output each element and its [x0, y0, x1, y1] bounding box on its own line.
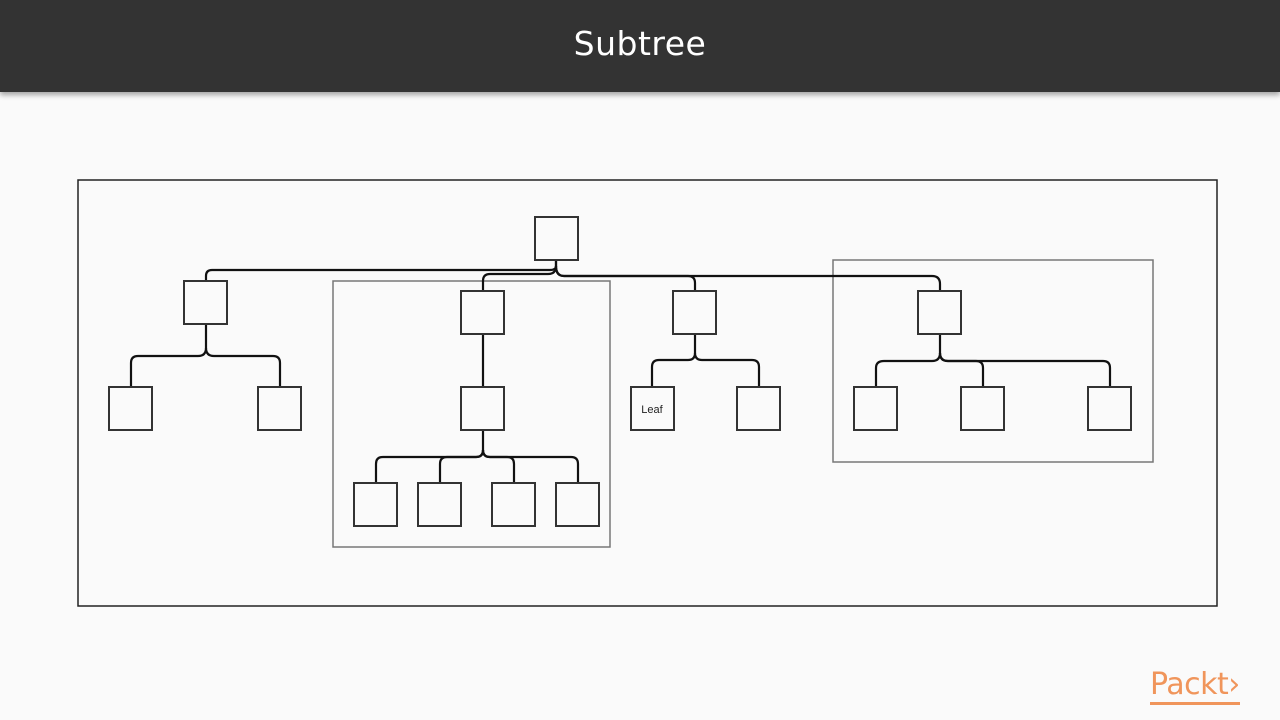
slide-title: Subtree [573, 24, 707, 63]
tree-node [1087, 386, 1132, 431]
tree-nodes [108, 216, 1132, 527]
tree-node [353, 482, 398, 527]
tree-node [672, 290, 717, 335]
tree-node [257, 386, 302, 431]
tree-node [460, 290, 505, 335]
tree-node [917, 290, 962, 335]
tree-node [736, 386, 781, 431]
subtree-highlight-1 [332, 280, 611, 548]
leaf-label: Leaf [641, 404, 663, 416]
tree-node [555, 482, 600, 527]
connectors [129, 260, 1112, 483]
tree-node-leaf [630, 386, 675, 431]
tree-node-root [534, 216, 579, 261]
tree-node [108, 386, 153, 431]
tree-node [853, 386, 898, 431]
tree-node [491, 482, 536, 527]
tree-node [960, 386, 1005, 431]
subtree-highlight-2 [832, 259, 1154, 463]
slide-header: Subtree [0, 0, 1280, 92]
tree-node [417, 482, 462, 527]
tree-node [183, 280, 228, 325]
packt-logo: Packt› [1150, 670, 1240, 705]
tree-node [460, 386, 505, 431]
diagram-frame [77, 179, 1218, 607]
